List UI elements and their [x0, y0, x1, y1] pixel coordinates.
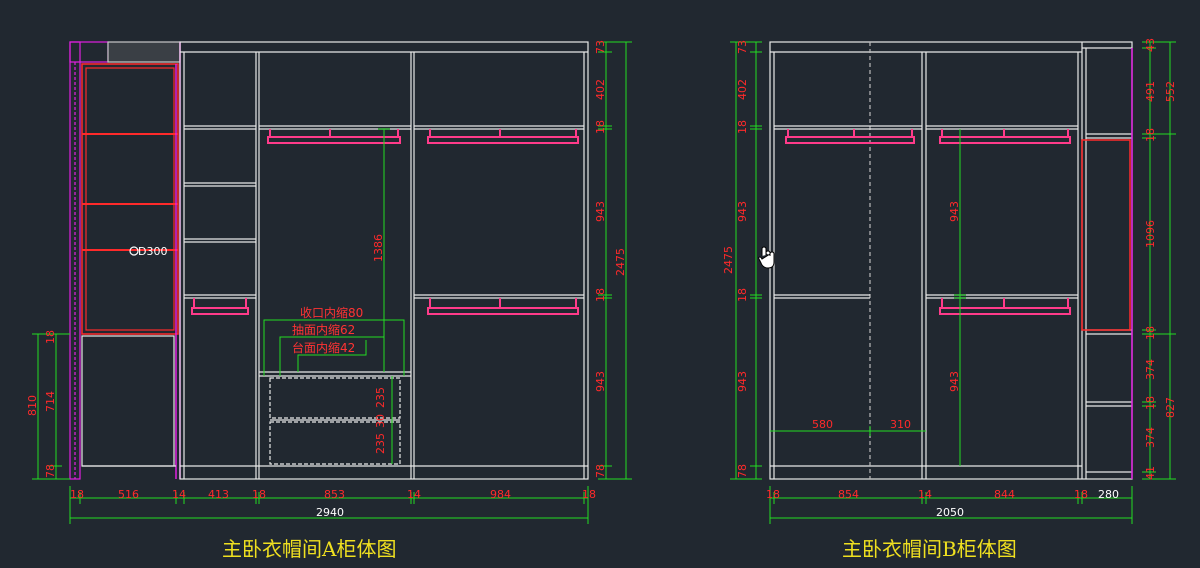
dim-b-right-3: 18: [1144, 128, 1157, 142]
glass-door-b: [1081, 139, 1131, 331]
dim-b-right-8: 374: [1144, 427, 1157, 448]
side-panel-a-top: [69, 41, 109, 63]
caption-a: 主卧衣帽间A柜体图: [222, 537, 396, 561]
dim-b-left-5: 18: [736, 288, 749, 302]
dim-a-bottom-6: 853: [324, 488, 345, 501]
dim-a-drawer-3: 235: [374, 433, 387, 454]
dim-b-inner-1: 943: [948, 201, 961, 222]
dim-a-right-5: 18: [594, 288, 607, 302]
dim-b-bottom-2: 854: [838, 488, 859, 501]
dim-b-right-5: 18: [1144, 326, 1157, 340]
dimension-lines-b: [730, 41, 1176, 524]
dim-a-right-3: 18: [594, 120, 607, 134]
dim-b-inner-2: 943: [948, 371, 961, 392]
dim-b-right-9: 41: [1144, 466, 1157, 480]
dimension-text-b: 18 854 14 844 18 280 2050 73 402 18 943 …: [722, 38, 1177, 561]
dim-b-left-4: 943: [736, 201, 749, 222]
dim-a-bottom-1: 18: [70, 488, 84, 501]
carcass-a: [179, 41, 589, 480]
dim-b-right-bottom: 827: [1164, 397, 1177, 418]
dim-a-left-714: 714: [44, 391, 57, 412]
dimension-lines-a: [32, 41, 632, 524]
dim-b-left-2: 402: [736, 79, 749, 100]
hanging-rails-a: [191, 129, 579, 315]
dim-a-bottom-5: 18: [252, 488, 266, 501]
light-label-a: D300: [138, 245, 167, 258]
dim-b-span-1: 580: [812, 418, 833, 431]
dim-a-bottom-7: 14: [407, 488, 421, 501]
dim-a-right-4: 943: [594, 201, 607, 222]
dim-a-bottom-2: 516: [118, 488, 139, 501]
dim-b-right-4: 1096: [1144, 220, 1157, 248]
dim-a-total: 2940: [316, 506, 344, 519]
dim-a-right-2: 402: [594, 79, 607, 100]
dim-b-left-6: 943: [736, 371, 749, 392]
dim-a-left-18: 18: [44, 330, 57, 344]
dim-a-1386: 1386: [372, 234, 385, 262]
dim-b-bottom-5: 18: [1074, 488, 1088, 501]
dim-b-left-3: 18: [736, 120, 749, 134]
dim-a-bottom-4: 413: [208, 488, 229, 501]
dim-a-right-1: 73: [594, 40, 607, 54]
dim-a-drawer-1: 235: [374, 387, 387, 408]
dim-a-bottom-3: 14: [172, 488, 186, 501]
note-a-1: 收口内缩80: [300, 305, 363, 320]
dim-b-span-2: 310: [890, 418, 911, 431]
cabinet-a: [69, 41, 589, 480]
stone-top-a: [107, 41, 181, 63]
dim-b-left-7: 78: [736, 464, 749, 478]
light-fitting-a: [129, 246, 139, 256]
dim-a-left-810: 810: [26, 395, 39, 416]
dim-a-bottom-9: 18: [582, 488, 596, 501]
dimension-text-a: 18 516 14 413 18 853 14 984 18 2940 73 4…: [26, 40, 627, 561]
dim-a-left-78: 78: [44, 464, 57, 478]
dim-a-drawer-2: 30: [374, 414, 387, 428]
note-a-2: 抽面内缩62: [292, 322, 355, 337]
dim-a-bottom-8: 984: [490, 488, 511, 501]
dim-b-right-7: 18: [1144, 396, 1157, 410]
dim-b-right-1: 43: [1144, 38, 1157, 52]
dim-a-right-total: 2475: [614, 248, 627, 276]
dim-b-bottom-6: 280: [1098, 488, 1119, 501]
glass-display-a: [81, 63, 179, 335]
hand-cursor-icon: [758, 246, 775, 269]
cabinet-b: [769, 41, 1133, 480]
dim-b-right-2: 491: [1144, 81, 1157, 102]
dim-b-bottom-3: 14: [918, 488, 932, 501]
dim-b-left-1: 73: [736, 40, 749, 54]
dim-b-right-top: 552: [1164, 81, 1177, 102]
dim-b-total: 2050: [936, 506, 964, 519]
dim-b-bottom-1: 18: [766, 488, 780, 501]
dim-a-right-7: 78: [594, 464, 607, 478]
dim-b-right-6: 374: [1144, 359, 1157, 380]
drawer-a-1: [269, 377, 401, 419]
note-a-3: 台面内缩42: [292, 340, 355, 355]
dim-b-left-total: 2475: [722, 246, 735, 274]
drawer-a-2: [269, 421, 401, 465]
caption-b: 主卧衣帽间B柜体图: [842, 537, 1017, 561]
dim-a-right-6: 943: [594, 371, 607, 392]
hanging-rails-b: [785, 129, 1071, 315]
dim-b-bottom-4: 844: [994, 488, 1015, 501]
